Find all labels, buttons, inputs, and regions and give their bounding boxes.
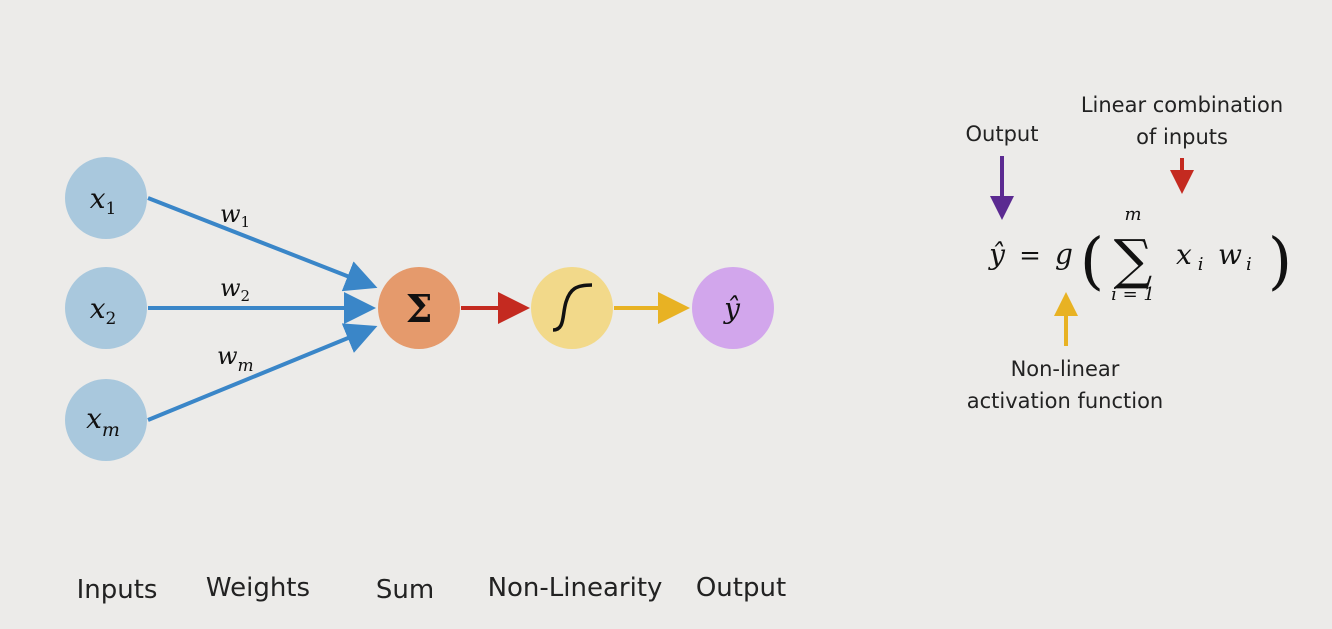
svg-text:(: ( xyxy=(1080,224,1104,297)
svg-text:): ) xyxy=(1268,224,1292,297)
weight-label-2: w2 xyxy=(220,274,250,305)
weight-label-1: w1 xyxy=(220,200,250,231)
annotation-linear-1: Linear combination xyxy=(1081,93,1283,117)
stage-label-nonlinearity: Non-Linearity xyxy=(488,573,663,603)
weight-arrow-1 xyxy=(147,196,378,292)
svg-text:ŷ: ŷ xyxy=(722,292,741,325)
weight-arrow-m xyxy=(147,323,378,422)
svg-text:xi: xi xyxy=(1176,238,1204,275)
stage-label-inputs: Inputs xyxy=(77,575,158,605)
svg-text:x1: x1 xyxy=(90,182,117,219)
input-node-2: x2 xyxy=(65,267,147,349)
stage-label-sum: Sum xyxy=(376,575,434,605)
sigma-icon: Σ xyxy=(406,286,433,331)
input-node-1: x1 xyxy=(65,157,147,239)
annotation-nonlinear-2: activation function xyxy=(967,389,1163,413)
svg-text:=: = xyxy=(1019,241,1041,271)
svg-text:wi: wi xyxy=(1218,238,1252,275)
annotation-linear-2: of inputs xyxy=(1136,125,1228,149)
svg-text:x2: x2 xyxy=(90,292,117,329)
annotation-output: Output xyxy=(966,122,1039,146)
stage-label-output: Output xyxy=(696,573,786,603)
svg-text:g: g xyxy=(1055,238,1073,271)
output-node: ŷ xyxy=(692,267,774,349)
svg-text:m: m xyxy=(1124,204,1141,225)
svg-text:xm: xm xyxy=(86,402,120,441)
svg-text:i = 1: i = 1 xyxy=(1111,284,1155,305)
weight-label-m: wm xyxy=(217,342,254,376)
input-node-m: xm xyxy=(65,379,147,461)
svg-text:ŷ: ŷ xyxy=(987,238,1006,271)
sigmoid-icon xyxy=(552,283,593,332)
stage-label-weights: Weights xyxy=(206,573,310,603)
annotation-nonlinear-1: Non-linear xyxy=(1011,357,1120,381)
sum-node: Σ xyxy=(378,267,460,349)
svg-text:∑: ∑ xyxy=(1114,228,1153,291)
nonlinearity-node xyxy=(531,267,613,349)
